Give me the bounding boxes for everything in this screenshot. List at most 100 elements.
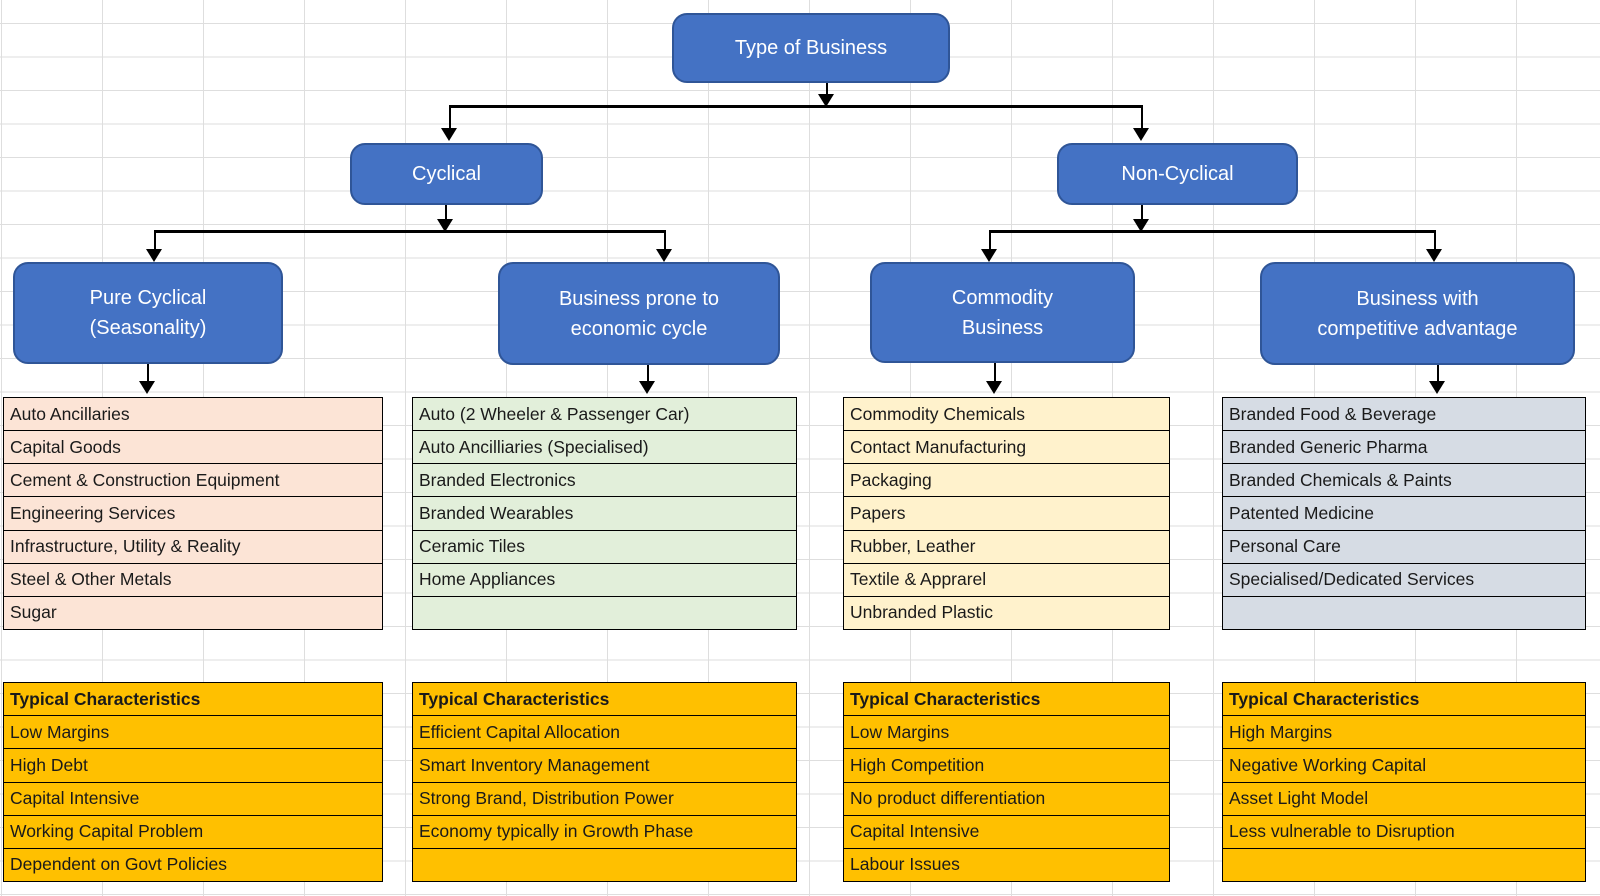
table-row	[1223, 597, 1585, 629]
connector-commodity-drop	[989, 230, 991, 250]
connector-pure-cyclical-drop	[154, 230, 156, 250]
arrowhead-down	[437, 219, 453, 232]
table-row: Ceramic Tiles	[413, 531, 796, 564]
connector-table4-drop	[1437, 365, 1439, 382]
connector-noncyclical-drop	[1141, 105, 1143, 129]
table-header: Typical Characteristics	[1223, 683, 1585, 717]
connector-cyclical-drop	[449, 105, 451, 129]
table-row: Auto Ancilliaries (Specialised)	[413, 431, 796, 465]
connector-economic-cycle-drop	[664, 230, 666, 250]
node-type-of-business: Type of Business	[672, 13, 950, 83]
table-row: Sugar	[10, 602, 57, 623]
table-row: Cement & Construction Equipment	[4, 464, 382, 498]
connector-level2-right-horizontal	[990, 230, 1435, 233]
table-row: Branded Chemicals & Paints	[1223, 464, 1585, 498]
arrowhead-down	[139, 381, 155, 394]
node-label-line: Business with	[1356, 287, 1479, 310]
table-row: Dependent on Govt Policies	[10, 854, 227, 875]
table-row: Economy typically in Growth Phase	[413, 816, 796, 849]
node-competitive-advantage: Business with competitive advantage	[1260, 262, 1575, 365]
table-row: Rubber, Leather	[844, 531, 1169, 564]
commodity-characteristics-table: Typical Characteristics Low Margins High…	[843, 682, 1170, 882]
arrowhead-down	[441, 128, 457, 141]
competitive-characteristics-table: Typical Characteristics High Margins Neg…	[1222, 682, 1586, 882]
connector-table2-drop	[647, 365, 649, 382]
node-label-line: (Seasonality)	[89, 317, 207, 339]
table-row: Branded Wearables	[413, 497, 796, 531]
table-row: Auto Ancillaries	[4, 398, 382, 432]
connector-cyclical-down	[445, 205, 447, 221]
table-row	[413, 597, 796, 629]
table-row: Patented Medicine	[1223, 497, 1585, 531]
connector-level2-left-horizontal	[155, 230, 665, 233]
table-row: High Debt	[4, 749, 382, 783]
node-economic-cycle: Business prone to economic cycle	[498, 262, 780, 365]
table-row: Papers	[844, 497, 1169, 531]
connector-competitive-drop	[1434, 230, 1436, 250]
arrowhead-down	[1426, 249, 1442, 262]
pure-cyclical-industries-table: Auto Ancillaries Capital Goods Cement & …	[3, 397, 383, 630]
arrowhead-down	[818, 94, 834, 107]
commodity-industries-table: Commodity Chemicals Contact Manufacturin…	[843, 397, 1170, 630]
table-row: Capital Intensive	[4, 783, 382, 816]
table-row: Less vulnerable to Disruption	[1223, 816, 1585, 849]
table-row: No product differentiation	[844, 783, 1169, 816]
table-row: Contact Manufacturing	[844, 431, 1169, 465]
table-header: Typical Characteristics	[4, 683, 382, 717]
table-row: Capital Intensive	[844, 816, 1169, 849]
node-cyclical: Cyclical	[350, 143, 543, 205]
node-label-line: Business	[961, 316, 1044, 339]
node-label-line: Commodity	[951, 286, 1054, 309]
table-row	[413, 849, 796, 881]
table-header: Typical Characteristics	[844, 683, 1169, 717]
node-label-line: economic cycle	[570, 317, 708, 340]
table-row	[1223, 849, 1585, 881]
table-row: Capital Goods	[4, 431, 382, 465]
arrowhead-down	[146, 249, 162, 262]
arrowhead-down	[639, 381, 655, 394]
arrowhead-down	[1133, 128, 1149, 141]
connector-noncyclical-down	[1141, 205, 1143, 221]
node-label-line: competitive advantage	[1317, 317, 1518, 340]
table-header: Typical Characteristics	[413, 683, 796, 717]
economic-cycle-characteristics-table: Typical Characteristics Efficient Capita…	[412, 682, 797, 882]
table-row: Steel & Other Metals	[4, 564, 382, 597]
table-row: Negative Working Capital	[1223, 749, 1585, 783]
table-row: Commodity Chemicals	[844, 398, 1169, 432]
table-row: Textile & Apprarel	[844, 564, 1169, 597]
competitive-industries-table: Branded Food & Beverage Branded Generic …	[1222, 397, 1586, 630]
table-row: Low Margins	[844, 716, 1169, 750]
table-row: Auto (2 Wheeler & Passenger Car)	[413, 398, 796, 432]
table-row: Low Margins	[4, 716, 382, 750]
table-row: Engineering Services	[4, 497, 382, 531]
connector-table3-drop	[994, 363, 996, 381]
table-row: Branded Electronics	[413, 464, 796, 498]
table-row: High Competition	[844, 749, 1169, 783]
table-row: Home Appliances	[413, 564, 796, 597]
arrowhead-down	[656, 249, 672, 262]
node-label-line: Pure Cyclical	[89, 287, 207, 309]
table-row: Specialised/Dedicated Services	[1223, 564, 1585, 597]
table-row: High Margins	[1223, 716, 1585, 750]
table-row: Labour Issues	[850, 854, 960, 875]
node-non-cyclical: Non-Cyclical	[1057, 143, 1298, 205]
node-pure-cyclical: Pure Cyclical (Seasonality)	[13, 262, 283, 364]
table-row: Efficient Capital Allocation	[413, 716, 796, 750]
pure-cyclical-characteristics-table: Typical Characteristics Low Margins High…	[3, 682, 383, 882]
connector-level1-horizontal	[450, 105, 1142, 108]
arrowhead-down	[1133, 219, 1149, 232]
table-row: Branded Food & Beverage	[1223, 398, 1585, 432]
arrowhead-down	[981, 249, 997, 262]
table-row: Strong Brand, Distribution Power	[413, 783, 796, 816]
node-label-line: Business prone to	[558, 287, 720, 310]
table-row: Working Capital Problem	[4, 816, 382, 849]
arrowhead-down	[986, 381, 1002, 394]
table-row: Unbranded Plastic	[850, 602, 993, 623]
table-row: Infrastructure, Utility & Reality	[4, 531, 382, 564]
arrowhead-down	[1429, 381, 1445, 394]
table-row: Branded Generic Pharma	[1223, 431, 1585, 465]
connector-root-drop	[826, 83, 828, 96]
connector-table1-drop	[147, 364, 149, 382]
table-row: Asset Light Model	[1223, 783, 1585, 816]
